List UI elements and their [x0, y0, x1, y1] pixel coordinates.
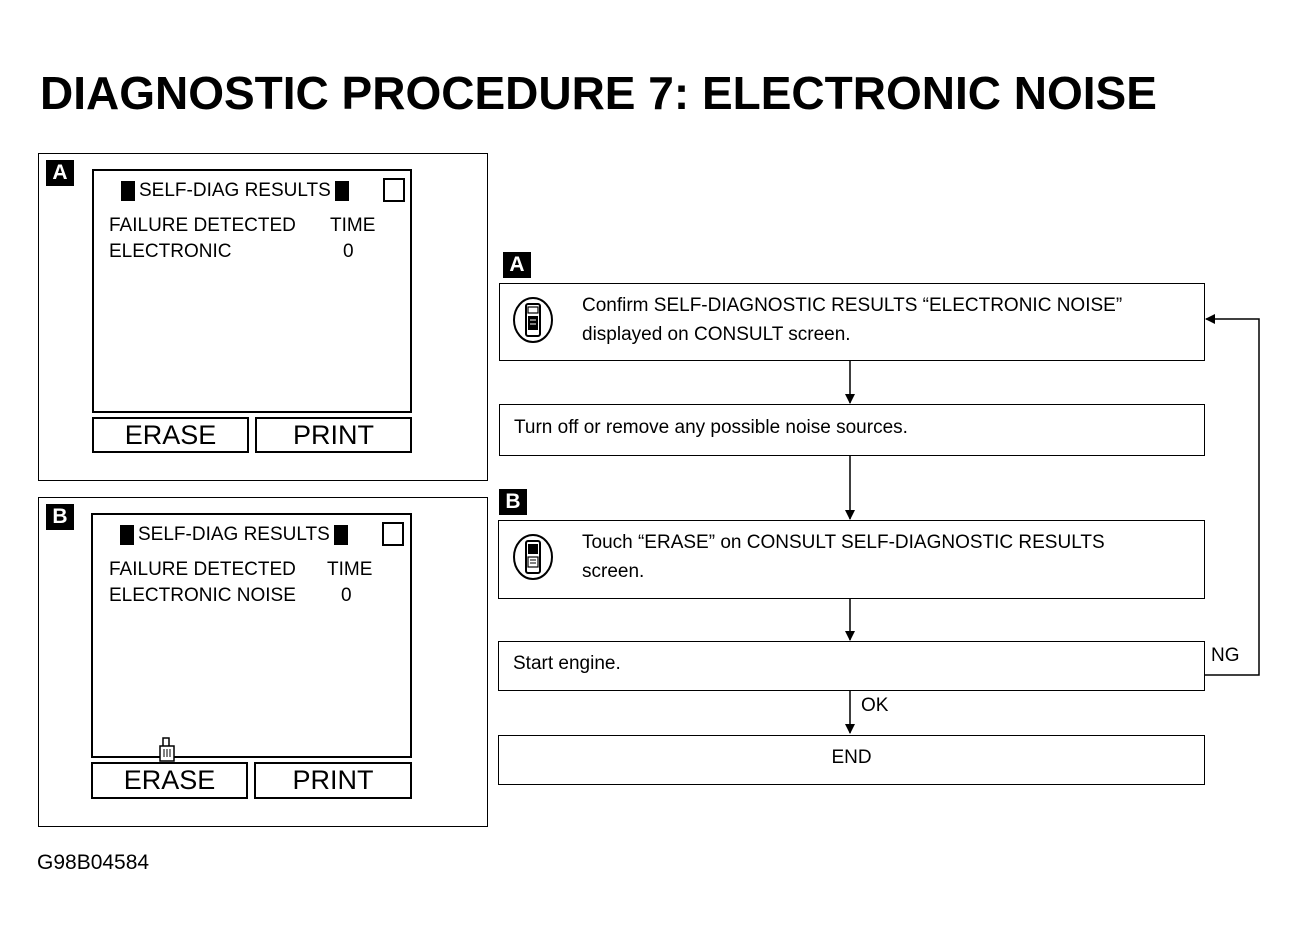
- step2-text: Turn off or remove any possible noise so…: [514, 417, 908, 438]
- flow-badge-a: A: [503, 252, 531, 278]
- ng-label: NG: [1211, 645, 1240, 666]
- screen-a-row-failure: ELECTRONIC: [109, 241, 232, 262]
- step1-line1: Confirm SELF-DIAGNOSTIC RESULTS “ELECTRO…: [582, 295, 1123, 316]
- screen-b-checkbox[interactable]: [382, 522, 404, 546]
- screen-b-header-text: SELF-DIAG RESULTS: [138, 524, 330, 545]
- page-title: DIAGNOSTIC PROCEDURE 7: ELECTRONIC NOISE: [40, 67, 1157, 119]
- step1-text: Confirm SELF-DIAGNOSTIC RESULTS “ELECTRO…: [582, 291, 1122, 349]
- screen-a-col-time: TIME: [330, 215, 376, 236]
- step4-text: Start engine.: [513, 653, 621, 674]
- consult-tester-icon: [513, 534, 553, 580]
- screen-b-erase-button[interactable]: ERASE: [91, 762, 248, 799]
- block-marker-icon: [333, 525, 348, 545]
- screen-a-col-failure: FAILURE DETECTED: [109, 215, 296, 236]
- flow-end: END: [498, 735, 1205, 785]
- screen-b-header: SELF-DIAG RESULTS: [120, 524, 348, 546]
- flow-step-touch-erase: Touch “ERASE” on CONSULT SELF-DIAGNOSTIC…: [498, 520, 1205, 599]
- consult-tester-icon: [513, 297, 553, 343]
- screen-panel-a: A SELF-DIAG RESULTS FAILURE DETECTED TIM…: [38, 153, 488, 481]
- screen-b-col-time: TIME: [327, 559, 373, 580]
- figure-code: G98B04584: [37, 851, 150, 874]
- end-text: END: [831, 747, 872, 768]
- screen-b-row-failure: ELECTRONIC NOISE: [109, 585, 296, 606]
- screen-a-checkbox[interactable]: [383, 178, 405, 202]
- finger-touch-icon: [159, 737, 175, 762]
- block-marker-icon: [334, 181, 349, 201]
- screen-b-print-button[interactable]: PRINT: [254, 762, 412, 799]
- block-marker-icon: [120, 525, 134, 545]
- screen-b-col-failure: FAILURE DETECTED: [109, 559, 296, 580]
- screen-a-print-button[interactable]: PRINT: [255, 417, 412, 453]
- consult-screen-a: SELF-DIAG RESULTS FAILURE DETECTED TIME …: [92, 169, 412, 413]
- ok-label: OK: [861, 695, 889, 716]
- screen-b-row-time: 0: [341, 585, 352, 606]
- step3-text: Touch “ERASE” on CONSULT SELF-DIAGNOSTIC…: [582, 528, 1105, 586]
- flow-badge-b: B: [499, 489, 527, 515]
- step3-line2: screen.: [582, 561, 645, 582]
- flow-step-remove-noise: Turn off or remove any possible noise so…: [499, 404, 1205, 456]
- flow-step-start-engine: Start engine.: [498, 641, 1205, 691]
- screen-a-row-time: 0: [343, 241, 354, 262]
- screen-a-header-text: SELF-DIAG RESULTS: [139, 180, 331, 201]
- step1-line2: displayed on CONSULT screen.: [582, 324, 851, 345]
- step3-line1: Touch “ERASE” on CONSULT SELF-DIAGNOSTIC…: [582, 532, 1105, 553]
- panel-b-badge: B: [46, 504, 74, 530]
- flow-step-confirm: Confirm SELF-DIAGNOSTIC RESULTS “ELECTRO…: [499, 283, 1205, 361]
- screen-a-header: SELF-DIAG RESULTS: [121, 180, 349, 202]
- panel-a-badge: A: [46, 160, 74, 186]
- screen-a-erase-button[interactable]: ERASE: [92, 417, 249, 453]
- ng-loop-arrow: [1204, 314, 1260, 676]
- block-marker-icon: [121, 181, 135, 201]
- screen-panel-b: B SELF-DIAG RESULTS FAILURE DETECTED TIM…: [38, 497, 488, 827]
- consult-screen-b: SELF-DIAG RESULTS FAILURE DETECTED TIME …: [91, 513, 412, 762]
